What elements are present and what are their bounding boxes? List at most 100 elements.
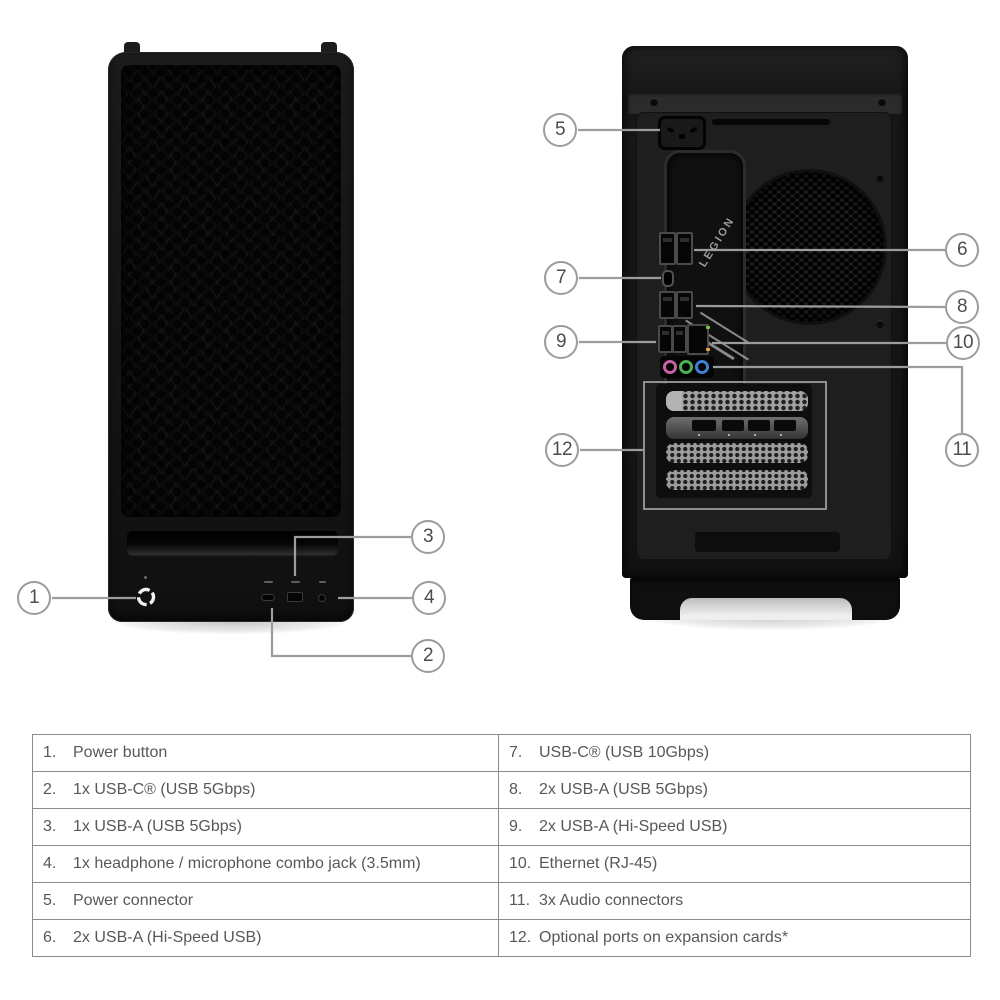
front-usb-a-port bbox=[287, 592, 303, 602]
usb-a-icon bbox=[291, 581, 300, 583]
front-chassis bbox=[108, 52, 354, 622]
callout-number: 6 bbox=[956, 239, 968, 260]
callout-10: 10 bbox=[946, 326, 980, 360]
gpu-dot bbox=[698, 434, 700, 436]
callout-number: 9 bbox=[555, 331, 567, 352]
callout-8: 8 bbox=[945, 290, 979, 324]
port-cell-8: 8. 2x USB-A (USB 5Gbps) bbox=[498, 771, 971, 809]
audio-jack-lineout bbox=[679, 360, 693, 374]
rear-vent-slit bbox=[712, 119, 830, 125]
callout-2: 2 bbox=[411, 639, 445, 673]
callout-number: 1 bbox=[28, 587, 40, 608]
port-number: 8. bbox=[509, 781, 523, 798]
port-description: Ethernet (RJ-45) bbox=[539, 855, 658, 872]
front-top-tab-right bbox=[321, 42, 337, 54]
legion-logo-text: LEGION bbox=[697, 214, 738, 270]
rear-usb-a-port bbox=[672, 325, 687, 353]
callout-1: 1 bbox=[17, 581, 51, 615]
port-description: 3x Audio connectors bbox=[539, 892, 684, 909]
ethernet-port bbox=[687, 324, 709, 355]
port-number: 5. bbox=[43, 892, 57, 909]
port-number: 9. bbox=[509, 818, 523, 835]
gpu-dot bbox=[728, 434, 730, 436]
callout-4: 4 bbox=[412, 581, 446, 615]
headset-icon bbox=[319, 581, 326, 583]
front-audio-jack bbox=[318, 594, 326, 602]
port-description: Optional ports on expansion cards* bbox=[539, 929, 789, 946]
slot-blank-tab bbox=[666, 391, 682, 411]
front-vent-slot bbox=[127, 531, 338, 555]
port-number: 1. bbox=[43, 744, 57, 761]
port-description: 2x USB-A (USB 5Gbps) bbox=[539, 781, 708, 798]
gpu-dot bbox=[754, 434, 756, 436]
port-number: 7. bbox=[509, 744, 523, 761]
port-cell-4: 4. 1x headphone / microphone combo jack (… bbox=[32, 845, 499, 883]
port-description: 1x headphone / microphone combo jack (3.… bbox=[73, 855, 421, 872]
callout-number: 8 bbox=[956, 296, 968, 317]
expansion-slot-3 bbox=[666, 443, 808, 463]
port-cell-1: 1. Power button bbox=[32, 734, 499, 772]
screw-icon bbox=[876, 174, 884, 182]
port-description: Power button bbox=[73, 744, 168, 761]
callout-number: 3 bbox=[422, 526, 434, 547]
hdmi-port bbox=[692, 420, 716, 431]
rear-usb-a-port bbox=[659, 232, 676, 265]
table-row: 2. 1x USB-C® (USB 5Gbps) 8. 2x USB-A (USB 5… bbox=[32, 771, 971, 809]
port-cell-11: 11.3x Audio connectors bbox=[498, 882, 971, 920]
callout-number: 10 bbox=[952, 332, 974, 353]
port-cell-6: 6.2x USB-A (Hi-Speed USB) bbox=[32, 919, 499, 957]
front-usb-c-port bbox=[261, 594, 275, 601]
port-number: 2. bbox=[43, 781, 57, 798]
audio-jack-linein bbox=[695, 360, 709, 374]
port-cell-10: 10. Ethernet (RJ-45) bbox=[498, 845, 971, 883]
usb-c-icon bbox=[264, 581, 273, 583]
rear-top-strip bbox=[628, 92, 902, 114]
port-number: 3. bbox=[43, 818, 57, 835]
fan-grille bbox=[734, 172, 884, 322]
port-description: 1x USB-C® (USB 5Gbps) bbox=[73, 781, 256, 798]
power-connector bbox=[658, 116, 706, 150]
port-number: 10. bbox=[509, 855, 532, 872]
table-row: 3. 1x USB-A (USB 5Gbps) 9. 2x USB-A (Hi-Spe… bbox=[32, 808, 971, 846]
callout-7: 7 bbox=[544, 261, 578, 295]
rear-usb-a-port bbox=[659, 291, 676, 319]
rear-tower-base bbox=[630, 578, 900, 620]
callout-number: 2 bbox=[422, 645, 434, 666]
audio-jack-mic bbox=[663, 360, 677, 374]
port-cell-9: 9. 2x USB-A (Hi-Speed USB) bbox=[498, 808, 971, 846]
port-description: USB-C® (USB 10Gbps) bbox=[539, 744, 710, 761]
expansion-slot-4 bbox=[666, 470, 808, 490]
screw-icon bbox=[876, 320, 884, 328]
expansion-slots-outline bbox=[643, 381, 827, 510]
audio-jack-panel bbox=[660, 356, 714, 378]
port-description: 2x USB-A (Hi-Speed USB) bbox=[539, 818, 728, 835]
power-button-icon bbox=[136, 587, 156, 607]
callout-number: 11 bbox=[952, 439, 972, 460]
power-led bbox=[144, 576, 147, 579]
rear-usb-a-port bbox=[658, 325, 673, 353]
gpu-dot bbox=[780, 434, 782, 436]
callout-5: 5 bbox=[543, 113, 577, 147]
screw-icon bbox=[650, 98, 658, 106]
port-number: 12. bbox=[509, 929, 532, 946]
port-cell-3: 3. 1x USB-A (USB 5Gbps) bbox=[32, 808, 499, 846]
front-mesh-panel bbox=[121, 65, 341, 517]
callout-number: 7 bbox=[555, 267, 567, 288]
power-pin bbox=[666, 126, 675, 134]
rear-usb-a-port bbox=[676, 232, 693, 265]
port-number: 4. bbox=[43, 855, 57, 872]
front-top-tab-left bbox=[124, 42, 140, 54]
port-description: 1x USB-A (USB 5Gbps) bbox=[73, 818, 242, 835]
ethernet-led-amber bbox=[706, 348, 710, 351]
ports-table: 1. Power button 7. USB-C® (USB 10Gbps) 2. 1x … bbox=[32, 734, 971, 957]
callout-12: 12 bbox=[545, 433, 579, 467]
callout-11: 11 bbox=[945, 433, 979, 467]
power-pin bbox=[689, 126, 698, 134]
callout-number: 4 bbox=[423, 587, 435, 608]
port-description: 2x USB-A (Hi-Speed USB) bbox=[73, 929, 262, 946]
callout-3: 3 bbox=[411, 520, 445, 554]
callout-9: 9 bbox=[544, 325, 578, 359]
table-row: 1. Power button 7. USB-C® (USB 10Gbps) bbox=[32, 734, 971, 772]
